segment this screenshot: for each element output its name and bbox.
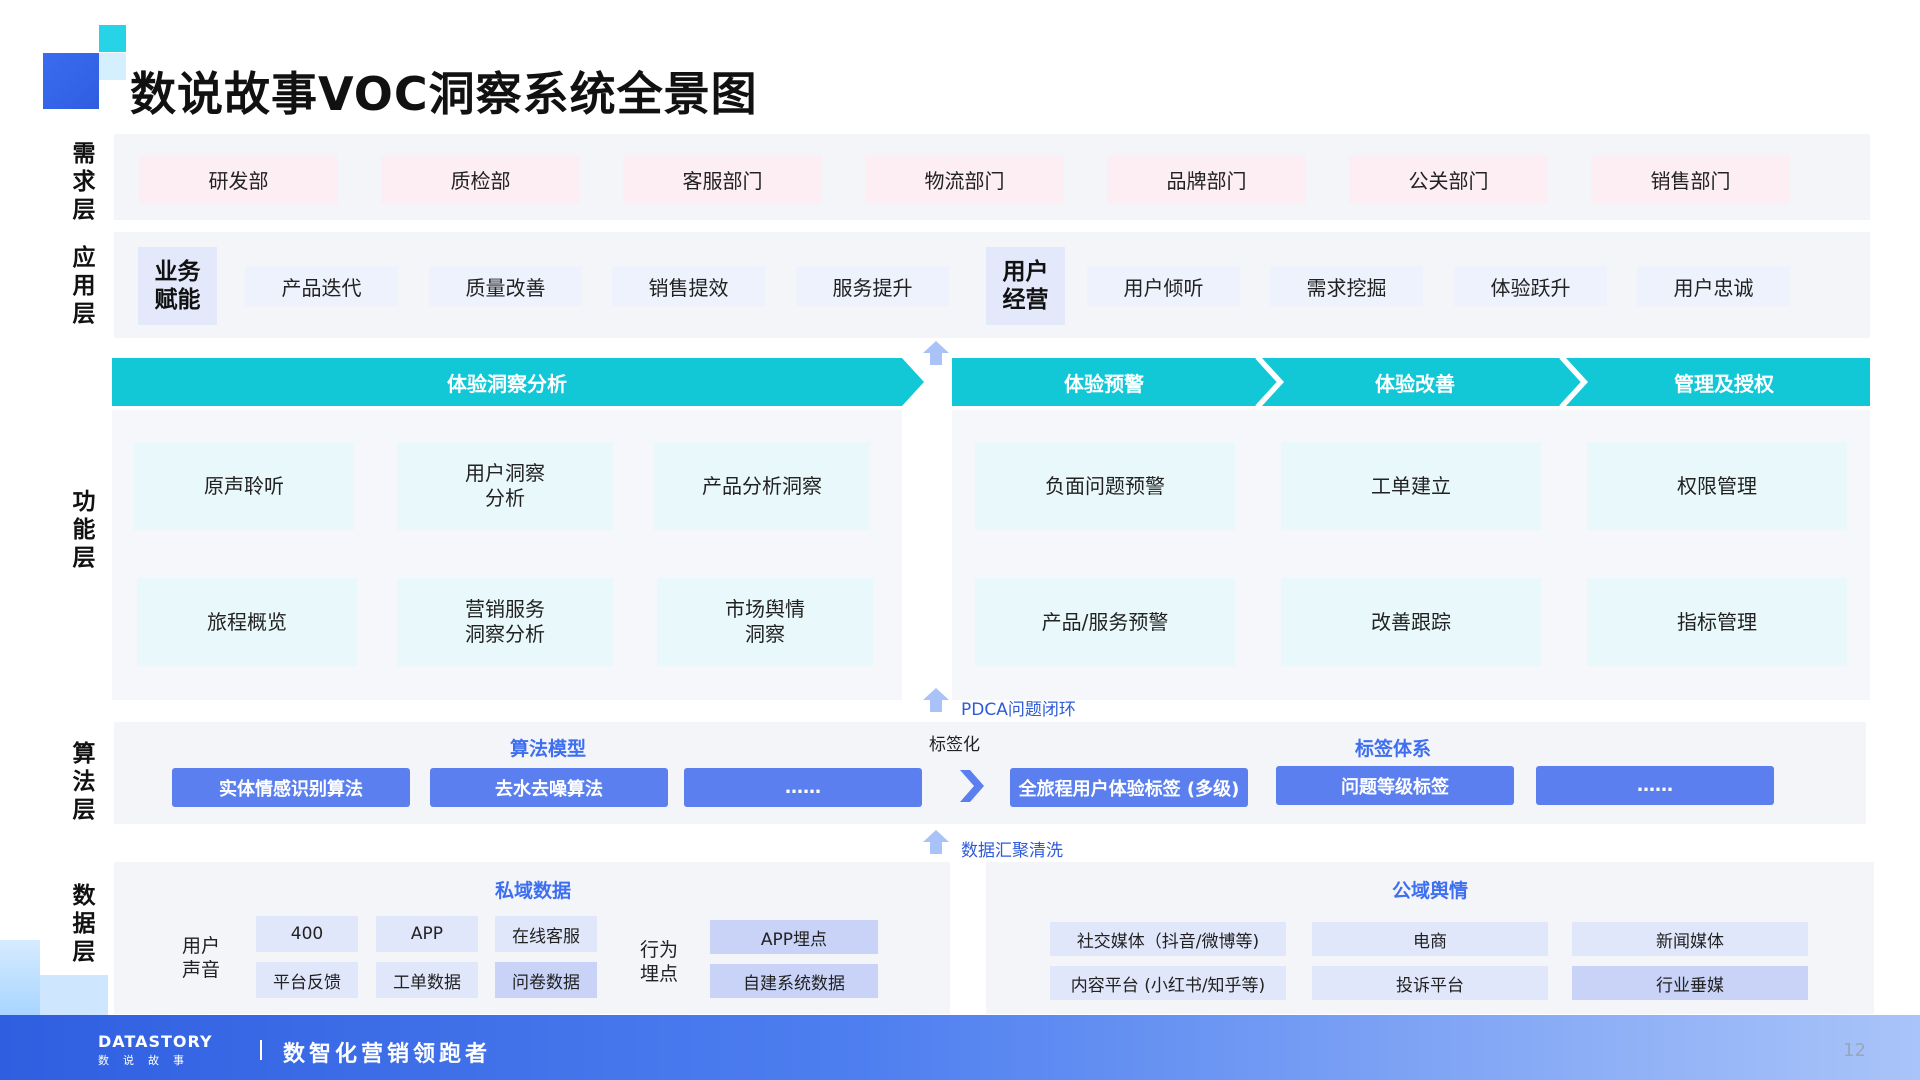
user-category: 用户经营: [986, 247, 1065, 325]
model-title: 算法模型: [509, 738, 586, 760]
stage-label: 体验改善: [1375, 371, 1455, 396]
layer-label-function: 功能层: [72, 489, 96, 571]
pdca-note: PDCA问题闭环: [961, 700, 1076, 720]
data-source: 新闻媒体: [1572, 922, 1808, 956]
function-stage-bar: [112, 358, 1870, 406]
up-arrow-icon: [923, 830, 949, 854]
clean-note: 数据汇聚清洗: [961, 841, 1063, 861]
layer-label-algorithm: 算法层: [72, 741, 96, 823]
function-item: 权限管理: [1587, 442, 1847, 530]
function-item: 指标管理: [1587, 578, 1847, 666]
function-item: 改善跟踪: [1281, 578, 1541, 666]
title-decoration: [99, 53, 126, 80]
stage-label: 管理及授权: [1674, 371, 1774, 396]
application-item: 产品迭代: [245, 266, 398, 306]
data-source: 问卷数据: [495, 962, 597, 998]
behavior-label: 行为埋点: [639, 939, 678, 985]
corner-decoration: [0, 940, 40, 1015]
layer-label-data: 数据层: [72, 883, 96, 965]
function-item: 营销服务洞察分析: [397, 578, 613, 666]
corner-decoration: [40, 975, 108, 1015]
application-item: 销售提效: [612, 266, 765, 306]
layer-label-application: 应用层: [72, 245, 96, 327]
page-title: 数说故事VOC洞察系统全景图: [130, 67, 758, 121]
function-item: 用户洞察分析: [397, 442, 613, 530]
demand-item: 品牌部门: [1107, 155, 1306, 203]
stage-label: 体验预警: [1064, 371, 1144, 396]
demand-item: 研发部: [139, 155, 338, 203]
up-arrow-icon: [923, 341, 949, 365]
page-number: 12: [1843, 1040, 1866, 1061]
footer-divider: [260, 1040, 262, 1060]
application-item: 用户倾听: [1087, 266, 1240, 306]
function-item: 产品/服务预警: [975, 578, 1235, 666]
chevron-right-icon: [960, 770, 984, 802]
function-item: 工单建立: [1281, 442, 1541, 530]
algorithm-item: ……: [684, 768, 922, 807]
algorithm-item: 去水去噪算法: [430, 768, 668, 807]
up-arrow-icon: [923, 688, 949, 712]
demand-item: 物流部门: [865, 155, 1064, 203]
data-source: 400: [256, 916, 358, 952]
company-logo-sub: 数说故事: [98, 1054, 198, 1067]
function-item: 负面问题预警: [975, 442, 1235, 530]
data-source: 在线客服: [495, 916, 597, 952]
function-item: 产品分析洞察: [654, 442, 870, 530]
demand-item: 质检部: [381, 155, 580, 203]
application-item: 用户忠诚: [1637, 266, 1790, 306]
algorithm-item: ……: [1536, 766, 1774, 805]
business-category: 业务赋能: [138, 247, 217, 325]
data-source: 平台反馈: [256, 962, 358, 998]
application-item: 服务提升: [796, 266, 949, 306]
data-source: 投诉平台: [1312, 966, 1548, 1000]
company-logo: DATASTORY: [98, 1032, 213, 1051]
footer-bar: [0, 1015, 1920, 1080]
public-title: 公域舆情: [1391, 880, 1468, 902]
tag-title: 标签体系: [1354, 738, 1431, 760]
demand-item: 客服部门: [623, 155, 822, 203]
function-item: 原声聆听: [134, 442, 354, 530]
tagging-label: 标签化: [929, 735, 980, 755]
data-source: 电商: [1312, 922, 1548, 956]
function-item: 市场舆情洞察: [657, 578, 873, 666]
data-source: APP: [376, 916, 478, 952]
stage-label: 体验洞察分析: [447, 371, 567, 396]
application-item: 需求挖掘: [1270, 266, 1423, 306]
data-source: 内容平台 (小红书/知乎等): [1050, 966, 1286, 1000]
layer-label-demand: 需求层: [72, 141, 96, 223]
title-decoration: [99, 25, 126, 52]
data-source: 工单数据: [376, 962, 478, 998]
data-source: 行业垂媒: [1572, 966, 1808, 1000]
algorithm-item: 问题等级标签: [1276, 766, 1514, 805]
demand-item: 公关部门: [1349, 155, 1548, 203]
footer-slogan: 数智化营销领跑者: [283, 1042, 492, 1067]
data-source: 社交媒体（抖音/微博等): [1050, 922, 1286, 956]
demand-item: 销售部门: [1591, 155, 1790, 203]
data-source: APP埋点: [710, 920, 878, 954]
function-item: 旅程概览: [137, 578, 357, 666]
voice-label: 用户声音: [181, 935, 220, 981]
application-item: 质量改善: [429, 266, 582, 306]
algorithm-item: 实体情感识别算法: [172, 768, 410, 807]
algorithm-item: 全旅程用户体验标签 (多级): [1010, 768, 1248, 807]
private-title: 私域数据: [494, 880, 571, 902]
data-source: 自建系统数据: [710, 964, 878, 998]
title-decoration: [43, 53, 99, 109]
application-item: 体验跃升: [1454, 266, 1607, 306]
